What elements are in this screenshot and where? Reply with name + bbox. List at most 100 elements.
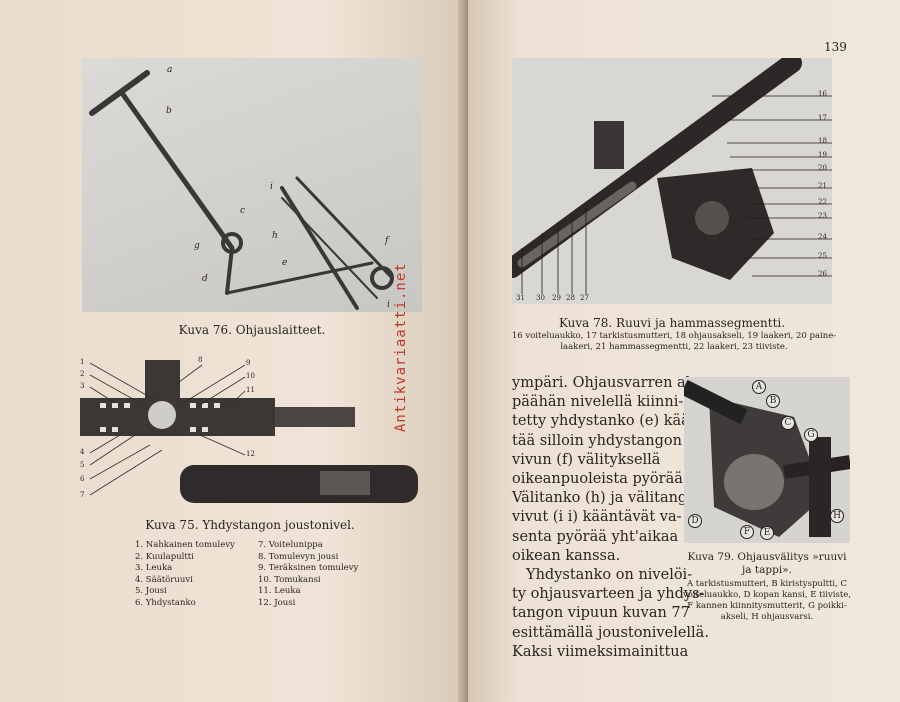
fig75-legend-right: 7. Voitelunippa 8. Tomulevyn jousi 9. Te… (258, 540, 388, 609)
ball-joint-drawing (80, 360, 418, 503)
screw-and-pin-drawing (680, 379, 852, 537)
fig78-num: 23 (818, 212, 827, 220)
fig78-num-29: 29 (552, 294, 561, 302)
fig79-legend-line: F kannen kiinnitysmutterit, G poikki- (687, 601, 847, 611)
fig76-label-e: e (282, 258, 288, 268)
fig78-legend: 16 voiteluaukko, 17 tarkistusmutteri, 18… (508, 331, 840, 353)
fig75-num-10: 10 (246, 372, 255, 380)
body-text: ympäri. Ohjausvarren ala- päähän nivelel… (512, 374, 712, 662)
fig75-caption: Kuva 75. Yhdystangon joustonivel. (145, 518, 355, 532)
fig75-num-6: 6 (80, 475, 85, 483)
fig78-legend-line: laakeri, 21 hammassegmentti, 22 laakeri,… (560, 342, 788, 352)
fig79-legend-line: voiteluaukko, D kopan kansi, E tiiviste, (682, 590, 852, 600)
fig79-circle-A: A (752, 380, 766, 394)
fig78-legend-line: 16 voiteluaukko, 17 tarkistusmutteri, 18… (511, 331, 837, 341)
fig78-num: 24 (818, 233, 827, 241)
legend-item: 8. Tomulevyn jousi (258, 551, 339, 562)
fig75-num-5: 5 (80, 461, 85, 469)
figure-76-photo: a b c d e f g h i i (82, 58, 422, 312)
legend-item: 10. Tomukansi (258, 574, 321, 585)
fig79-circle-D: D (688, 514, 702, 528)
figure-79-photo: A B C G D F E H (680, 377, 852, 543)
text-line: Välitanko (h) ja välitangon (512, 490, 706, 507)
text-line: oikean kanssa. (512, 547, 621, 564)
right-page: 139 16 17 18 (468, 0, 900, 702)
text-line: vivut (i i) kääntävät va- (512, 509, 682, 526)
fig78-num: 21 (818, 182, 827, 190)
fig78-num-27: 27 (580, 294, 589, 302)
fig79-legend: A tarkistusmutteri, B kiristyspultti, C … (672, 579, 862, 623)
fig76-label-c: c (240, 206, 246, 216)
fig76-label-b: b (166, 106, 172, 116)
fig79-circle-F: F (740, 525, 754, 539)
fig78-num: 16 (818, 90, 827, 98)
fig75-num-12: 12 (246, 450, 255, 458)
fig78-num: 26 (818, 270, 827, 278)
fig79-legend-line: akseli, H ohjausvarsi. (720, 612, 814, 622)
legend-item: 11. Leuka (258, 586, 301, 596)
fig76-label-i: i (270, 182, 273, 192)
legend-item: 9. Teräksinen tomulevy (258, 563, 359, 573)
fig78-num-30: 30 (536, 294, 545, 302)
figure-78-photo: 16 17 18 19 20 21 22 23 24 25 26 31 30 2… (502, 53, 832, 304)
text-line: esittämällä joustonivelellä. (512, 624, 709, 641)
fig75-num-1: 1 (80, 358, 85, 366)
legend-item: 4. Säätöruuvi (135, 574, 193, 585)
fig78-num-28: 28 (566, 294, 575, 302)
text-line: päähän nivelellä kiinni- (512, 394, 684, 411)
legend-item: 7. Voitelunippa (258, 540, 323, 550)
fig76-label-f: f (385, 236, 389, 246)
legend-item: 6. Yhdystanko (135, 597, 196, 608)
steering-gearbox-drawing (502, 53, 832, 294)
fig78-num-31: 31 (516, 294, 525, 302)
page-number: 139 (824, 40, 847, 54)
text-line: senta pyörää yht'aikaa (512, 528, 679, 545)
fig75-num-7: 7 (80, 491, 85, 499)
fig79-circle-G: G (804, 428, 818, 442)
fig79-caption-line: ja tappi». (742, 564, 792, 576)
fig75-legend-left: 1. Nahkainen tomulevy 2. Kuulapultti 3. … (135, 540, 255, 609)
fig75-num-11: 11 (246, 386, 255, 394)
fig76-label-d: d (202, 274, 208, 284)
text-line: oikeanpuoleista pyörää. (512, 471, 688, 488)
legend-item: 3. Leuka (135, 563, 173, 573)
fig75-num-4: 4 (80, 448, 85, 456)
text-line: ympäri. Ohjausvarren ala- (512, 375, 704, 391)
fig78-caption: Kuva 78. Ruuvi ja hammassegmentti. (558, 316, 786, 330)
figure-75-drawing: 1 2 3 4 5 6 7 8 9 10 11 12 (80, 355, 420, 507)
fig79-circle-B: B (766, 394, 780, 408)
text-line: vivun (f) välityksellä (512, 451, 661, 468)
text-line: Kaksi viimeksimainittua (512, 643, 689, 660)
fig78-num: 17 (818, 114, 827, 122)
legend-item: 5. Jousi (135, 586, 167, 596)
fig79-circle-C: C (781, 416, 795, 430)
fig76-label-h: h (272, 231, 278, 241)
text-line: tangon vipuun kuvan 77 (512, 605, 690, 622)
steering-assembly-drawing (89, 70, 394, 310)
fig75-num-3: 3 (80, 382, 85, 390)
legend-item: 2. Kuulapultti (135, 551, 194, 562)
fig79-circle-E: E (760, 526, 774, 540)
fig78-num: 20 (818, 164, 827, 172)
text-line: Yhdystanko on nivelöi- (526, 567, 693, 584)
fig79-circle-H: H (830, 509, 844, 523)
fig78-num: 22 (818, 198, 827, 206)
legend-item: 1. Nahkainen tomulevy (135, 540, 235, 550)
fig75-num-9: 9 (246, 359, 251, 367)
fig78-num: 19 (818, 151, 827, 159)
fig76-label-g: g (194, 241, 200, 251)
watermark: Antikvariaatti.net (393, 262, 409, 432)
fig76-caption: Kuva 76. Ohjauslaitteet. (178, 323, 326, 337)
text-line: tää silloin yhdystangon (512, 432, 682, 449)
text-line: ty ohjausvarteen ja yhdys- (512, 586, 705, 603)
fig76-label-i2: i (387, 300, 390, 310)
fig78-num: 25 (818, 252, 827, 260)
left-page: a b c d e f g h i i Kuva 76. Ohjauslaitt… (0, 0, 466, 702)
fig75-num-2: 2 (80, 370, 85, 378)
fig79-caption: Kuva 79. Ohjausvälitys »ruuvi ja tappi». (674, 551, 860, 577)
fig78-num: 18 (818, 137, 827, 145)
text-line: tetty yhdystanko (e) kään- (512, 413, 705, 430)
fig79-legend-line: A tarkistusmutteri, B kiristyspultti, C (686, 579, 848, 589)
fig79-caption-line: Kuva 79. Ohjausvälitys »ruuvi (687, 551, 847, 563)
legend-item: 12. Jousi (258, 597, 296, 608)
